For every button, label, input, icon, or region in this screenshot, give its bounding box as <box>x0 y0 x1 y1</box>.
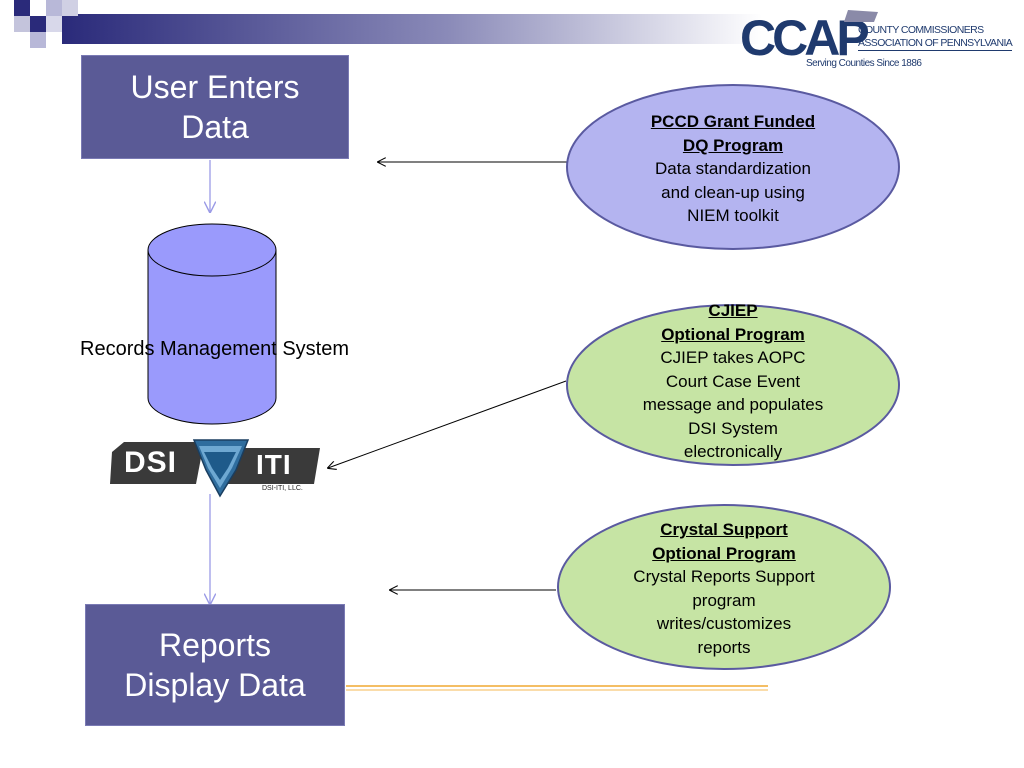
user-enters-data-label: User Enters Data <box>130 69 300 145</box>
cjiep-heading: CJIEP <box>708 301 758 320</box>
ellipse-cjiep <box>566 304 900 466</box>
header-decoration <box>14 0 762 48</box>
header-square <box>30 32 46 48</box>
pccd-heading: DQ Program <box>682 135 784 155</box>
accent-line <box>346 685 768 691</box>
crystal-body: reports <box>697 637 751 657</box>
header-square <box>14 0 30 16</box>
cjiep-body: message and populates <box>642 395 824 414</box>
cjiep-text: CJIEP Optional Program CJIEP takes AOPC … <box>583 299 883 464</box>
crystal-body: Crystal Reports Support <box>633 567 815 586</box>
ccap-org-line: COUNTY COMMISSIONERS <box>858 24 984 36</box>
ccap-logo: CCAP COUNTY COMMISSIONERS ASSOCIATION OF… <box>740 10 1013 74</box>
cjiep-body: CJIEP takes AOPC <box>660 348 806 367</box>
header-square <box>46 16 62 32</box>
pccd-body: and clean-up using <box>661 182 805 202</box>
user-enters-data-box: User Enters Data <box>81 55 349 159</box>
ellipse-pccd <box>566 84 900 250</box>
pccd-text: PCCD Grant Funded DQ Program Data standa… <box>583 110 883 228</box>
rms-label: Records Management System <box>80 338 350 360</box>
header-square <box>14 16 30 32</box>
header-square <box>46 0 62 16</box>
dsi-right-plate <box>224 448 320 484</box>
header-square <box>30 16 46 32</box>
arrow-cjiep-to-dsi <box>328 380 567 468</box>
dsi-company-name: DSI-ITI, LLC. <box>262 485 303 492</box>
crystal-heading: Crystal Support <box>660 520 788 539</box>
pccd-heading: PCCD Grant Funded <box>650 112 816 131</box>
cjiep-body: DSI System <box>688 418 778 438</box>
pccd-body: NIEM toolkit <box>687 206 779 225</box>
cjiep-heading: Optional Program <box>661 324 805 344</box>
dsi-left-plate <box>110 442 204 484</box>
iti-logo-text: ITI <box>256 449 292 480</box>
cjiep-body: Court Case Event <box>665 371 801 391</box>
pennsylvania-shape-icon <box>844 10 878 22</box>
dsi-iti-logo <box>110 439 320 498</box>
crystal-heading: Optional Program <box>652 543 796 563</box>
cjiep-body: electronically <box>683 442 783 461</box>
reports-display-data-label: Reports Display Data <box>124 627 306 703</box>
header-square <box>62 0 78 16</box>
crystal-body: writes/customizes <box>656 614 792 633</box>
crystal-text: Crystal Support Optional Program Crystal… <box>574 518 874 659</box>
ccap-tagline: Serving Counties Since 1886 <box>806 58 922 69</box>
crystal-body: program <box>692 590 756 610</box>
ccap-org-line: ASSOCIATION OF PENNSYLVANIA <box>858 37 1013 51</box>
header-gradient-bar <box>62 14 762 44</box>
ccap-org-name: COUNTY COMMISSIONERS ASSOCIATION OF PENN… <box>858 24 1013 51</box>
reports-display-data-box: Reports Display Data <box>85 604 345 726</box>
rms-cylinder <box>147 223 277 425</box>
pccd-body: Data standardization <box>655 159 811 178</box>
dsi-logo-text: DSI <box>124 446 178 479</box>
ellipse-crystal <box>557 504 891 670</box>
